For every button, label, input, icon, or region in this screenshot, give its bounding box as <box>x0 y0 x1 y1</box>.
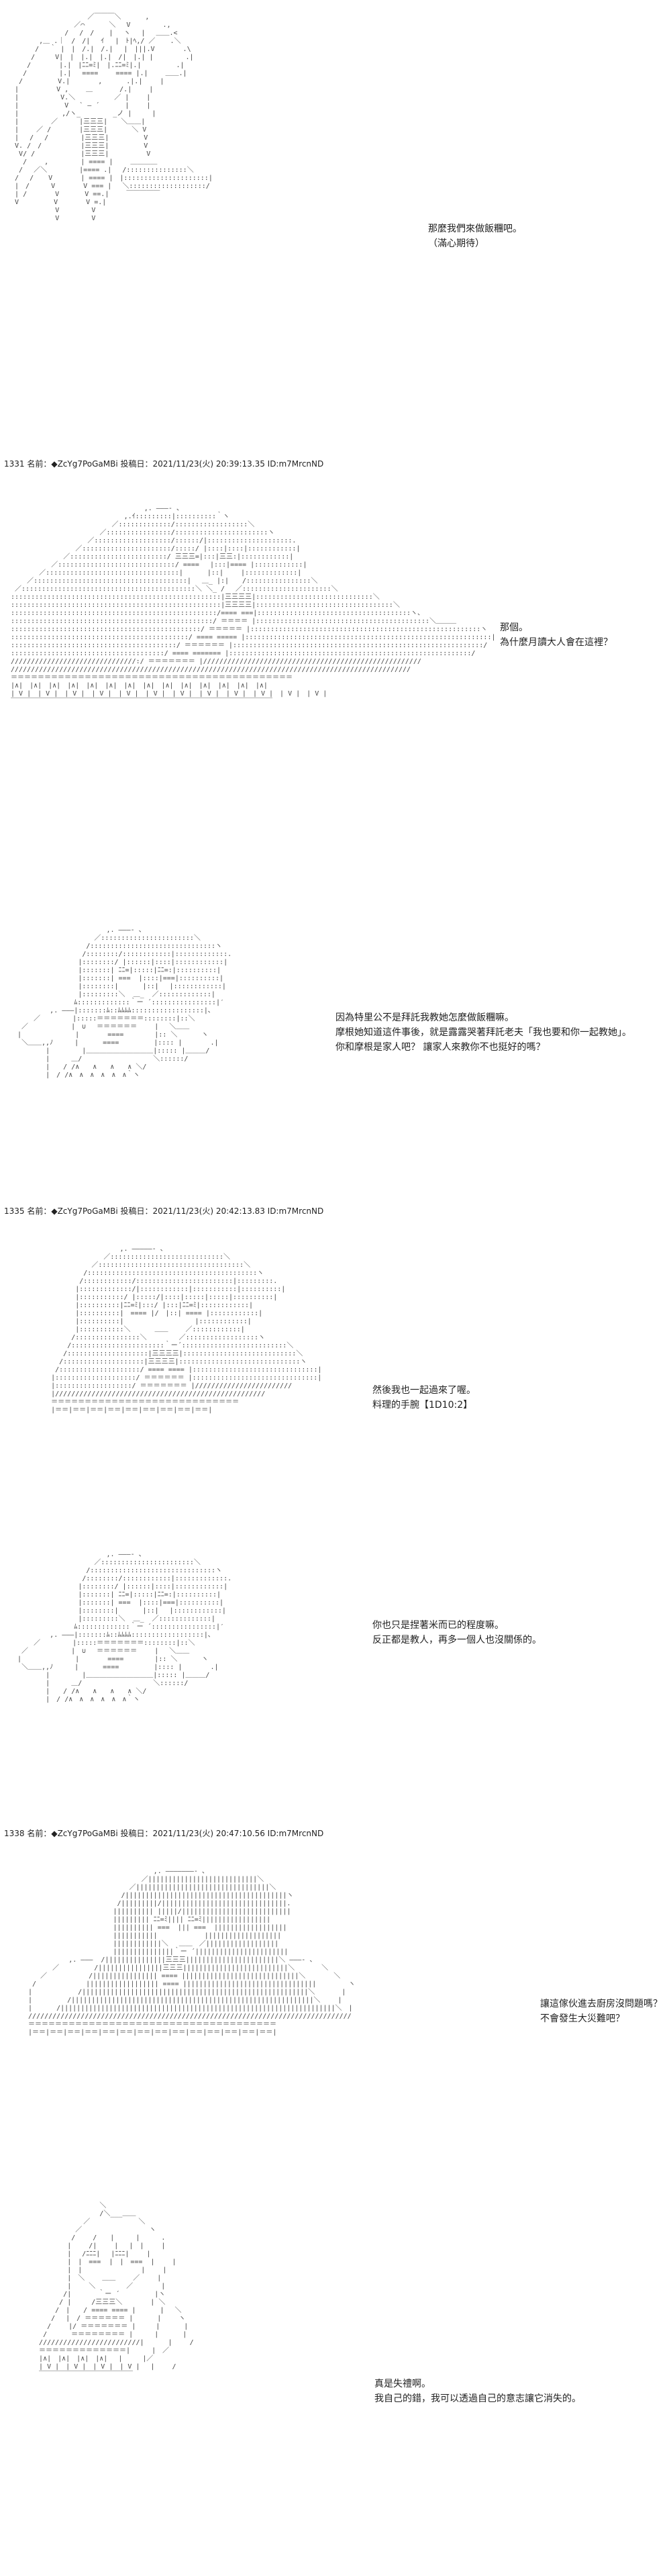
panel-4: 1335 名前：◆ZcYg7PoGaMBi 投稿日：2021/11/23(火) … <box>0 1205 671 1541</box>
dialog-box: 你也只是捏著米而已的程度嘛。 反正都是教人，再多一個人也沒關係的。 <box>372 1618 541 1648</box>
dialog-line: （滿心期待） <box>428 238 484 249</box>
panel-1: ／￣￣￣＼ , ／⌒ ＼ V ., / / / | ヽ | ＿＿.< ,＿ .｜… <box>0 0 671 457</box>
dialog-line: 然後我也一起過來了喔。 <box>372 1385 476 1396</box>
ascii-art-figure: ,. ―――- 、 ,.ｲ:::::::::|::::::::::｀ヽ ／:::… <box>11 505 496 706</box>
panel-6: 1338 名前：◆ZcYg7PoGaMBi 投稿日：2021/11/23(火) … <box>0 1827 671 2177</box>
ascii-art-figure: ／￣￣￣＼ , ／⌒ ＼ V ., / / / | ヽ | ＿＿.< ,＿ .｜… <box>15 13 213 222</box>
dialog-line: 你和摩根是家人吧？ 讓家人來教你不也挺好的嗎？ <box>336 1042 546 1053</box>
panel-7: ＼ /＼___＿＿ ／ ＼ ／ ヽ / / | | . | /| | | | |… <box>0 2182 671 2576</box>
dialog-line: 因為特里公不是拜託我教她怎麼做飯糰嘛。 <box>336 1012 514 1023</box>
panel-3: ,. ―――- 、 ／:::::::::::::::::::::::＼ /:::… <box>0 920 671 1202</box>
dialog-line: 讓這傢伙進去廚房沒問題嗎？ <box>540 1999 662 2009</box>
ascii-art-figure: ＼ /＼___＿＿ ／ ＼ ／ ヽ / / | | . | /| | | | |… <box>39 2202 194 2379</box>
dialog-line: 那麼我們來做飯糰吧。 <box>428 224 522 234</box>
dialog-box: 然後我也一起過來了喔。 料理的手腕【1D10:2】 <box>372 1383 476 1413</box>
ascii-art-figure: ,. ―――――- 、 ／:::::::::::::::::::::::::::… <box>51 1245 322 1414</box>
dialog-line: 真是失禮啊。 <box>374 2379 431 2389</box>
ascii-art-figure: ,. ―――- 、 ／:::::::::::::::::::::::＼ /:::… <box>17 1551 232 1703</box>
dialog-line: 我自己的錯，我可以透過自己的意志讓它消失的。 <box>374 2393 581 2404</box>
panel-5: ,. ―――- 、 ／:::::::::::::::::::::::＼ /:::… <box>0 1544 671 1826</box>
post-header: 1331 名前：◆ZcYg7PoGaMBi 投稿日：2021/11/23(火) … <box>4 459 324 469</box>
dialog-line: 摩根她知道這件事後，就是露露哭著拜託老夫「我也要和你一起教她」。 <box>336 1027 631 1038</box>
dialog-line: 那個。 <box>500 622 528 633</box>
dialog-box: 那個。 為什麼月讀大人會在這裡？ <box>500 620 613 650</box>
dialog-box: 因為特里公不是拜託我教她怎麼做飯糰嘛。 摩根她知道這件事後，就是露露哭著拜託老夫… <box>336 1010 631 1055</box>
dialog-box: 讓這傢伙進去廚房沒問題嗎？ 不會發生大災難吧？ <box>540 1997 662 2026</box>
ascii-art-figure: ,. ―――――――- 、 ／|||||||||||||||||||||||||… <box>28 1868 356 2036</box>
dialog-line: 反正都是教人，再多一個人也沒關係的。 <box>372 1635 541 1645</box>
dialog-line: 為什麼月讀大人會在這裡？ <box>500 637 613 648</box>
dialog-line: 你也只是捏著米而已的程度嘛。 <box>372 1620 504 1631</box>
ascii-art-figure: ,. ―――- 、 ／:::::::::::::::::::::::＼ /:::… <box>17 926 232 1079</box>
dialog-box: 那麼我們來做飯糰吧。 （滿心期待） <box>428 222 522 251</box>
panel-2: 1331 名前：◆ZcYg7PoGaMBi 投稿日：2021/11/23(火) … <box>0 458 671 901</box>
dialog-box: 真是失禮啊。 我自己的錯，我可以透過自己的意志讓它消失的。 <box>374 2377 581 2406</box>
post-header: 1338 名前：◆ZcYg7PoGaMBi 投稿日：2021/11/23(火) … <box>4 1829 324 1838</box>
post-header: 1335 名前：◆ZcYg7PoGaMBi 投稿日：2021/11/23(火) … <box>4 1206 324 1216</box>
dialog-line: 不會發生大災難吧？ <box>540 2013 625 2024</box>
dialog-line: 料理的手腕【1D10:2】 <box>372 1400 473 1411</box>
